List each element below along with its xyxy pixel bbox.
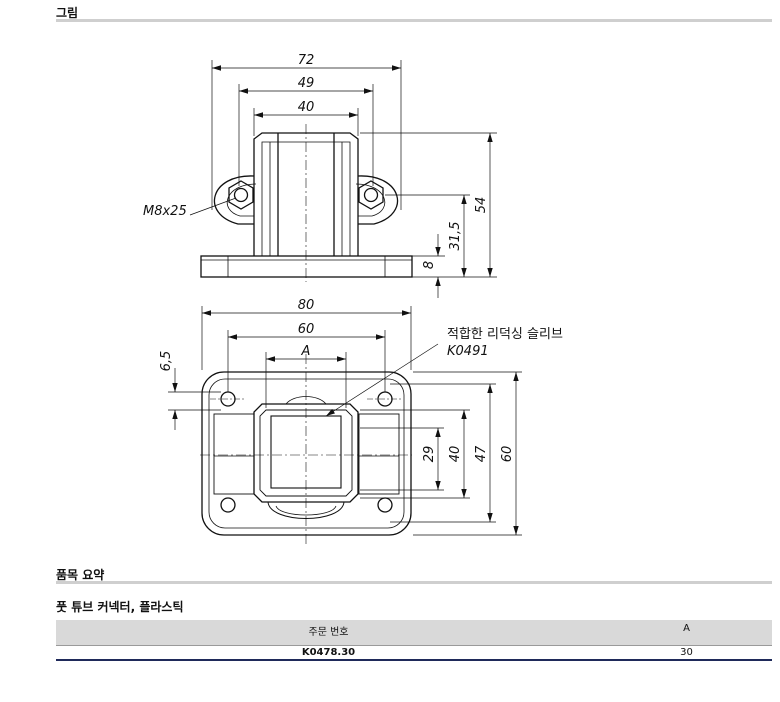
dim-49: 49 — [298, 76, 315, 91]
note-sleeve-line2: K0491 — [447, 344, 489, 359]
header-a: A — [683, 623, 690, 634]
top-view-dimensions — [168, 306, 522, 536]
header-order-number: 주문 번호 — [308, 627, 349, 638]
top-view-labels: 80 60 A 6,5 29 40 47 60 적합한 리덕싱 슬리브 K049… — [159, 298, 563, 462]
figure-heading-rule — [56, 19, 772, 22]
order-table: 주문 번호 A K0478.30 30 — [56, 620, 772, 661]
product-title: 풋 튜브 커넥터, 플라스틱 — [56, 600, 184, 614]
dim-60-height: 60 — [500, 446, 515, 463]
table-header-row: 주문 번호 A — [56, 620, 772, 646]
figure-heading: 그림 — [56, 6, 79, 20]
front-view — [200, 124, 413, 282]
dim-80: 80 — [298, 298, 315, 313]
table-row: K0478.30 30 — [56, 646, 772, 661]
dim-40-top: 40 — [298, 100, 315, 115]
dim-31-5: 31,5 — [448, 222, 463, 251]
dim-40-side: 40 — [448, 446, 463, 463]
summary-heading-rule — [56, 581, 772, 584]
cell-order-number[interactable]: K0478.30 — [301, 647, 356, 658]
front-view-labels: 72 49 40 M8x25 54 31,5 8 — [143, 53, 489, 269]
dim-47: 47 — [474, 445, 489, 462]
dim-8: 8 — [422, 261, 437, 269]
dim-6-5: 6,5 — [159, 351, 174, 372]
dim-60-width: 60 — [298, 322, 315, 337]
cell-a-value: 30 — [680, 647, 693, 658]
front-view-dimensions — [189, 60, 497, 298]
dim-screw: M8x25 — [143, 204, 187, 219]
top-view — [200, 354, 412, 544]
dim-54: 54 — [474, 197, 489, 214]
dim-72: 72 — [298, 53, 315, 68]
note-sleeve-line1: 적합한 리덕싱 슬리브 — [447, 327, 563, 342]
summary-heading: 품목 요약 — [56, 568, 105, 582]
technical-drawing: 72 49 40 M8x25 54 31,5 8 — [143, 53, 563, 544]
dim-29: 29 — [422, 446, 437, 463]
dim-a: A — [301, 344, 311, 359]
